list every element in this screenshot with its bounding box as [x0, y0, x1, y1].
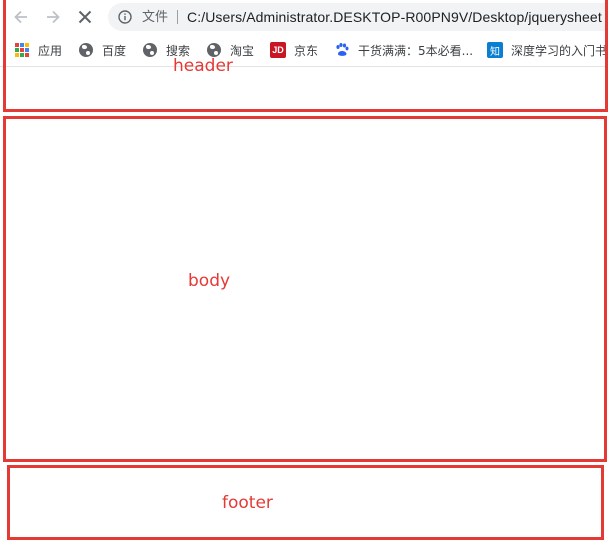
footer-region	[7, 465, 604, 540]
header-label: header	[173, 56, 233, 76]
file-scheme-chip[interactable]: 文件	[142, 9, 169, 24]
bookmark-label: 深度学习的入门书	[511, 43, 608, 58]
globe-icon	[206, 42, 222, 58]
footer-label: footer	[222, 493, 273, 513]
bookmark-search[interactable]: 搜索	[142, 42, 190, 58]
stop-loading-button[interactable]	[72, 4, 98, 30]
bookmark-label: 京东	[294, 43, 319, 58]
bookmark-label: 应用	[38, 43, 63, 58]
body-label: body	[188, 271, 231, 291]
address-bar[interactable]: 文件 C:/Users/Administrator.DESKTOP-R00PN9…	[108, 3, 608, 31]
bookmark-label: 百度	[102, 43, 127, 58]
bookmark-taobao[interactable]: 淘宝	[206, 42, 254, 58]
bookmark-baidu[interactable]: 百度	[78, 42, 126, 58]
globe-icon	[78, 42, 94, 58]
bookmark-apps[interactable]: 应用	[14, 42, 62, 58]
address-divider	[177, 10, 178, 24]
bookmark-label: 干货满满：5本必看...	[358, 43, 474, 58]
bookmark-jd[interactable]: JD 京东	[270, 42, 318, 58]
forward-button[interactable]	[40, 4, 66, 30]
arrow-left-icon	[14, 10, 27, 24]
header-region	[3, 0, 608, 112]
body-region	[3, 116, 607, 462]
jd-logo-icon: JD	[270, 42, 286, 58]
browser-toolbar: 文件 C:/Users/Administrator.DESKTOP-R00PN9…	[0, 0, 608, 34]
bookmark-article[interactable]: 干货满满：5本必看...	[334, 42, 473, 58]
info-icon[interactable]	[118, 10, 132, 24]
bookmark-deep-learning[interactable]: 知 深度学习的入门书	[487, 42, 607, 58]
close-icon	[78, 10, 92, 24]
bookmark-label: 搜索	[166, 43, 191, 58]
apps-grid-icon	[14, 42, 30, 58]
bookmarks-bar: 应用 百度 搜索 淘宝 JD 京东	[0, 34, 608, 67]
baidu-paw-icon	[334, 42, 350, 58]
back-button[interactable]	[8, 4, 34, 30]
zhihu-logo-icon: 知	[487, 42, 503, 58]
bookmark-label: 淘宝	[230, 43, 255, 58]
url-text[interactable]: C:/Users/Administrator.DESKTOP-R00PN9V/D…	[187, 9, 602, 25]
arrow-right-icon	[47, 10, 60, 24]
globe-icon	[142, 42, 158, 58]
